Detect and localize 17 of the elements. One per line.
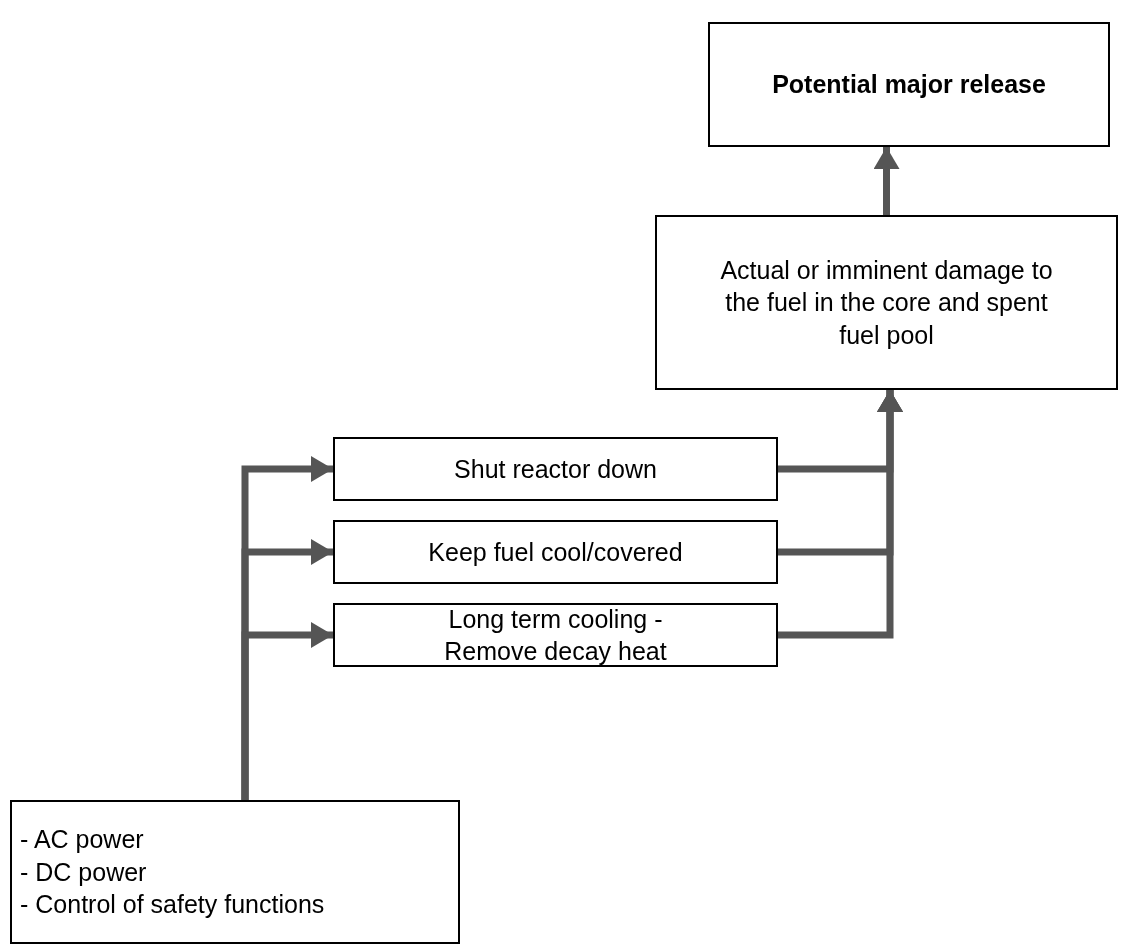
box-label: Long term cooling - Remove decay heat	[443, 603, 668, 667]
box-label: Actual or imminent damage to the fuel in the core and spent fuel pool	[719, 254, 1054, 351]
box-label: Keep fuel cool/covered	[428, 536, 683, 568]
list-box	[10, 800, 460, 944]
process-box	[655, 215, 1118, 390]
arrow	[873, 147, 900, 215]
list-item: - DC power	[20, 856, 147, 888]
box-label: Shut reactor down	[454, 453, 657, 485]
list-item: - Control of safety functions	[20, 889, 325, 921]
process-box	[333, 520, 778, 584]
list-item: - AC power	[20, 824, 144, 856]
arrow	[241, 622, 333, 800]
process-box	[333, 603, 778, 667]
box-label: Potential major release	[772, 69, 1046, 101]
process-box	[333, 437, 778, 501]
arrow	[778, 390, 903, 639]
process-box	[708, 22, 1110, 147]
